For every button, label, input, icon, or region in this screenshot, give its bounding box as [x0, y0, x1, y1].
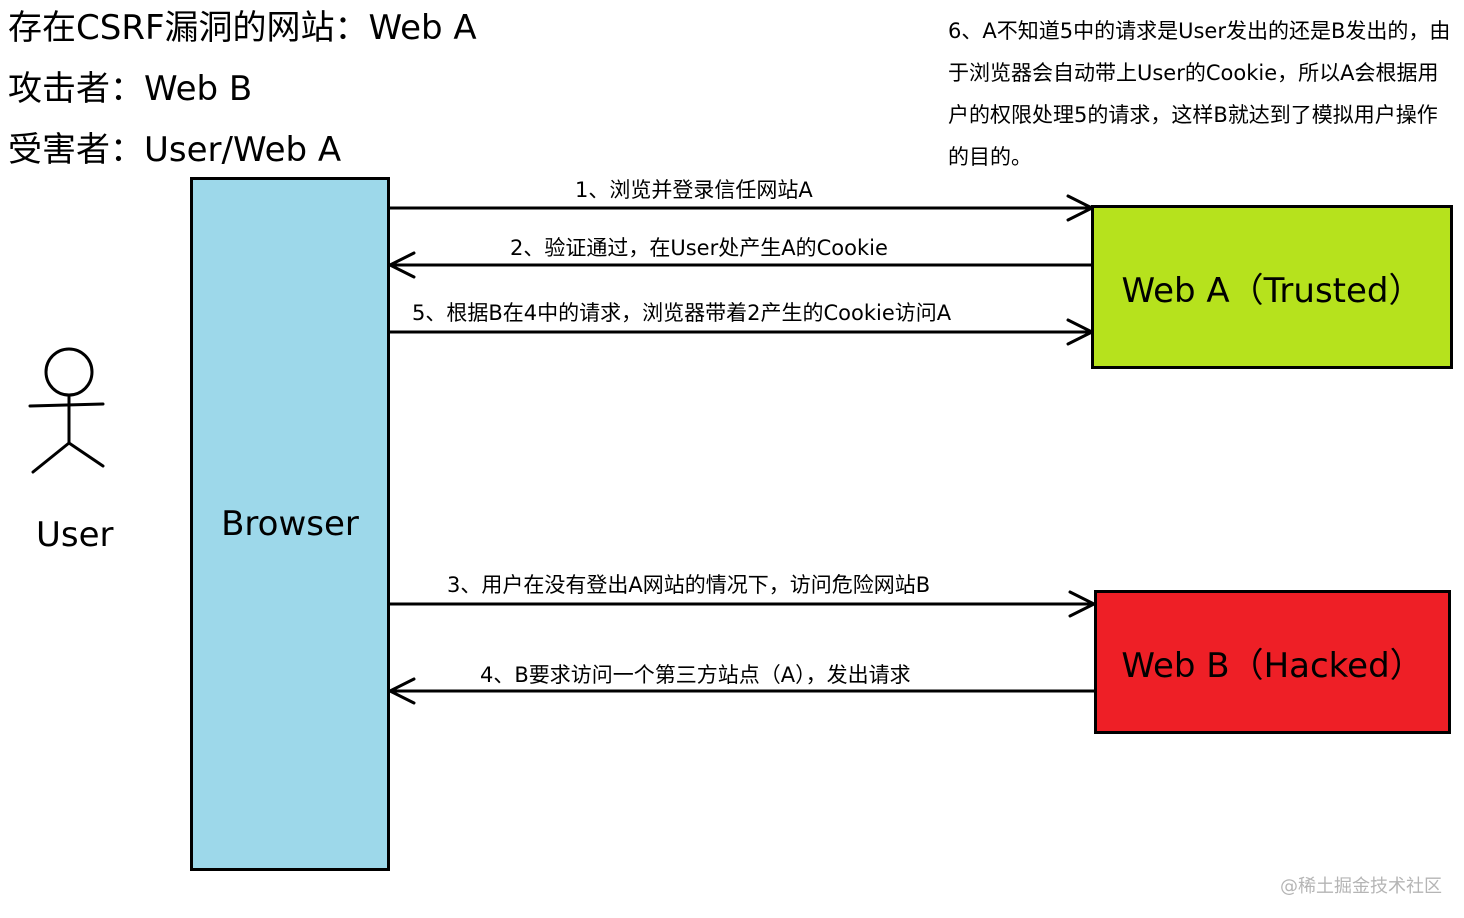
web-b-label: Web B（Hacked） — [1121, 645, 1424, 686]
step-2-label: 2、验证通过，在User处产生A的Cookie — [510, 236, 888, 260]
step-6-note: 6、A不知道5中的请求是User发出的还是B发出的，由于浏览器会自动带上User… — [948, 19, 1451, 169]
browser-box: Browser — [190, 177, 390, 871]
web-b-box: Web B（Hacked） — [1094, 590, 1451, 734]
step-3-label: 3、用户在没有登出A网站的情况下，访问危险网站B — [447, 573, 931, 597]
user-stick-figure-icon — [28, 347, 105, 474]
arrowhead-step-2 — [386, 251, 416, 279]
arrowhead-step-4 — [386, 677, 416, 705]
web-a-box: Web A（Trusted） — [1091, 205, 1453, 369]
victim-heading: 受害者：User/Web A — [8, 130, 342, 170]
attacker-heading: 攻击者：Web B — [8, 69, 253, 109]
user-label: User — [36, 515, 114, 555]
step-1-label: 1、浏览并登录信任网站A — [575, 178, 813, 202]
step-5-label: 5、根据B在4中的请求，浏览器带着2产生的Cookie访问A — [412, 301, 952, 325]
step-4-label: 4、B要求访问一个第三方站点（A），发出请求 — [480, 663, 911, 687]
watermark: @稀土掘金技术社区 — [1280, 876, 1442, 897]
web-a-label: Web A（Trusted） — [1121, 270, 1423, 311]
vuln-site-heading: 存在CSRF漏洞的网站：Web A — [8, 8, 477, 48]
browser-label: Browser — [221, 504, 359, 544]
